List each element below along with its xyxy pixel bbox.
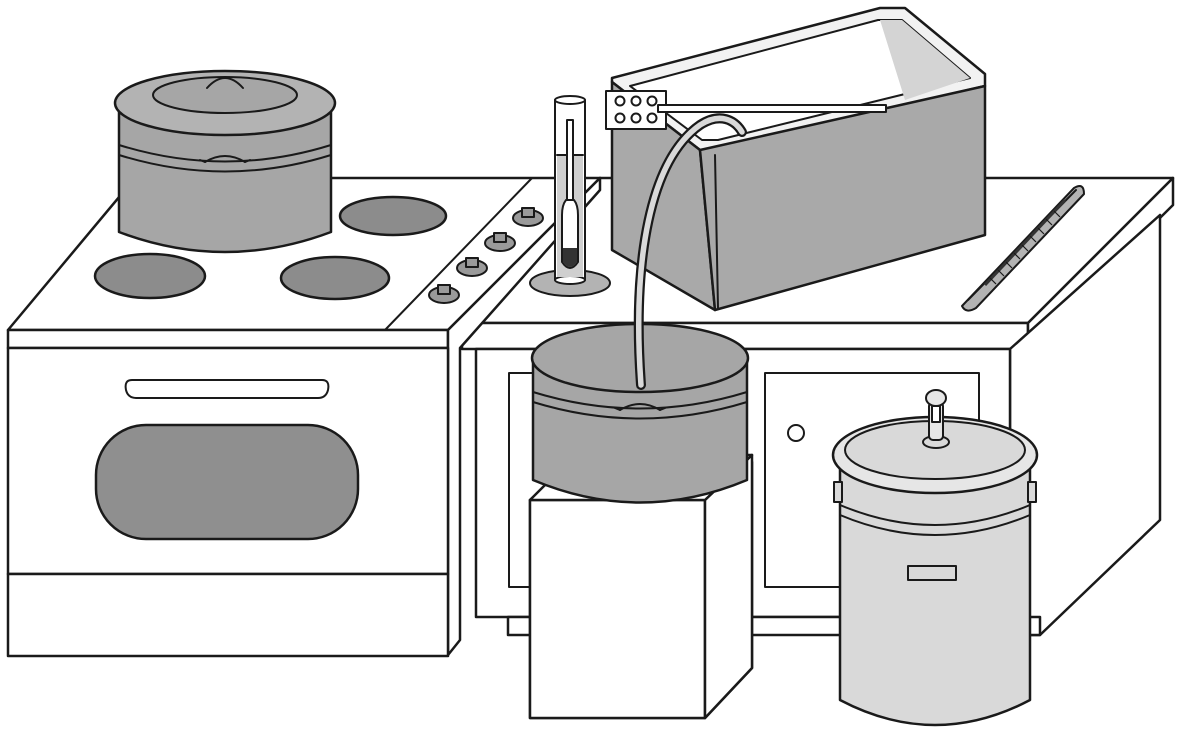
bucket-band: [839, 504, 1031, 526]
stock-pot-band: [118, 144, 332, 163]
hydrometer-stem: [566, 119, 574, 201]
stove: [6, 176, 602, 658]
control-strip-divider: [384, 177, 533, 331]
bucket-handle-plate: [907, 565, 957, 581]
hydrometer-weight: [563, 248, 577, 267]
burner-front-left: [93, 252, 207, 300]
collection-pot-band: [532, 391, 748, 410]
knob-icon: [484, 232, 516, 252]
thermometer-icon: [961, 185, 1085, 312]
stock-pot-handle: [204, 155, 246, 163]
tank-front: [698, 84, 987, 312]
knob-icon: [456, 257, 488, 277]
door-knob-icon: [787, 424, 805, 442]
airlock-icon: [922, 389, 950, 449]
hydrometer-icon: [529, 95, 611, 297]
oven-handle: [124, 379, 330, 399]
stand-box-front: [528, 498, 707, 720]
collection-pot-handle: [619, 403, 661, 411]
knob-icon: [428, 284, 460, 304]
stock-pot-icon: [113, 69, 337, 254]
collection-pot-body: [531, 360, 749, 504]
siphon-tube-icon: [633, 113, 747, 390]
burner-front-right: [279, 255, 391, 301]
fermenter-tank-icon: [605, 6, 987, 312]
knob-icon: [512, 207, 544, 227]
bucket-body: [838, 460, 1032, 727]
stove-knobs: [428, 207, 544, 304]
lidded-bucket-icon: [831, 389, 1039, 727]
oven-window: [94, 423, 360, 541]
thermometer-body: [961, 185, 1085, 312]
stock-pot-lid-knob: [206, 77, 244, 89]
cooktop-front-lip: [6, 328, 450, 350]
oven-drawer: [6, 572, 450, 658]
stock-pot-body: [117, 108, 333, 254]
burner-back-right: [338, 195, 448, 237]
tank-rod: [657, 104, 887, 113]
